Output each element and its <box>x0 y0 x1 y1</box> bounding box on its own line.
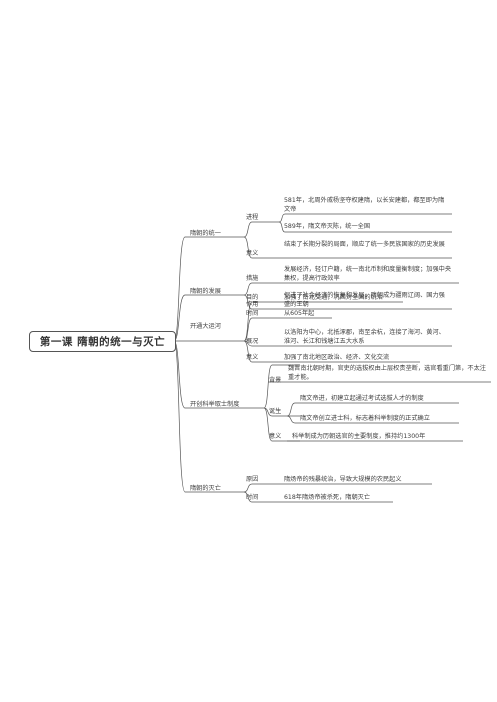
node-exam-meaning-item[interactable]: 科举制成为历朝选官的主要制度，推持约1300年 <box>292 433 426 440</box>
connector-root-to-fall <box>173 340 244 493</box>
node-exam-birth-item-2[interactable]: 隋文帝创立进士科，标志着科举制度的正式确立 <box>300 415 430 422</box>
node-exam-birth[interactable]: 诞生 <box>269 408 282 415</box>
node-process[interactable]: 进程 <box>246 214 259 221</box>
connector-root-to-development <box>173 294 244 342</box>
branch-fall[interactable]: 隋朝的灭亡 <box>190 485 221 492</box>
connector-development-effect <box>243 294 279 310</box>
node-canal-meaning-item[interactable]: 加强了南北地区政治、经济、文化交流 <box>284 354 390 361</box>
connector-canal-meaning <box>243 340 420 363</box>
node-canal-overview[interactable]: 概况 <box>246 338 259 345</box>
connector-canal-time <box>243 317 332 342</box>
branch-unification[interactable]: 隋朝的统一 <box>190 230 221 237</box>
node-canal-purpose-item[interactable]: 加强了南北交通，巩固对全国的统治 <box>284 294 383 301</box>
node-measures-item[interactable]: 发展经济，轻订户籍，统一南北币制和度量衡制度；加强中央集权，提高行政效率 <box>284 266 452 282</box>
connector-canal-overview <box>243 340 452 347</box>
node-effect[interactable]: 作用 <box>246 301 259 308</box>
node-fall-reason[interactable]: 原因 <box>246 476 259 483</box>
node-unification-meaning[interactable]: 意义 <box>246 250 259 257</box>
branch-imperial-exam[interactable]: 开创科举取士制度 <box>190 401 240 408</box>
connector-unification-process <box>243 221 279 238</box>
node-fall-reason-item[interactable]: 隋炀帝的残暴统治，导致大规模的农民起义 <box>284 476 402 483</box>
node-process-item-1[interactable]: 581年，北周外戚杨坚夺权建隋，以长安建都，都至即为隋文帝 <box>284 197 445 213</box>
connector-exam-birth-items <box>286 402 459 424</box>
node-canal-purpose[interactable]: 目的 <box>246 294 259 301</box>
node-canal-time[interactable]: 时间 <box>246 310 259 317</box>
node-measures[interactable]: 措施 <box>246 275 259 282</box>
node-exam-birth-item-1[interactable]: 隋文帝进，初建立起通过考试选拔人才的制度 <box>300 395 424 402</box>
node-exam-meaning[interactable]: 意义 <box>269 433 282 440</box>
connector-fall-reason <box>243 483 432 493</box>
branch-development[interactable]: 隋朝的发展 <box>190 288 221 295</box>
connector-process-items <box>278 213 452 233</box>
node-canal-meaning[interactable]: 意义 <box>246 354 259 361</box>
branch-grand-canal[interactable]: 开通大运河 <box>190 323 221 330</box>
node-exam-background-item[interactable]: 魏晋南北朝时期，官吏的选拔权由上层权贵垄断，选官看重门第，不太注重才能。 <box>288 365 486 381</box>
node-unification-meaning-item[interactable]: 结束了长期分裂的局面，顺应了统一多民族国家的历史发展 <box>284 241 445 248</box>
node-fall-time-item[interactable]: 618年隋炀帝被杀死，隋朝灭亡 <box>284 494 371 501</box>
node-canal-overview-item[interactable]: 以洛阳为中心，北抵涿郡，南至余杭，连接了海河、黄河、淮河、长江和钱塘江五大水系 <box>284 329 445 345</box>
root-topic[interactable]: 第一课 隋朝的统一与灭亡 <box>29 331 176 352</box>
node-fall-time[interactable]: 时间 <box>246 494 259 501</box>
node-exam-background[interactable]: 背景 <box>269 377 282 384</box>
node-canal-time-item[interactable]: 从605年起 <box>284 310 315 317</box>
connector-root-to-exam <box>173 340 264 409</box>
connector-fall-time <box>243 491 393 503</box>
connector-exam-birth <box>263 407 300 417</box>
connector-unification-meaning <box>243 236 279 259</box>
node-effect-item[interactable]: 促进了社会经济的恢复和发展，隋朝成为疆雨辽阔、国力强盛的王朝 <box>284 292 445 308</box>
node-process-item-2[interactable]: 589年，隋文帝灭陈，统一全国 <box>284 223 371 230</box>
connector-exam-background <box>263 364 300 409</box>
connector-exam-meaning <box>263 407 300 442</box>
connector-development-measures <box>243 282 279 296</box>
